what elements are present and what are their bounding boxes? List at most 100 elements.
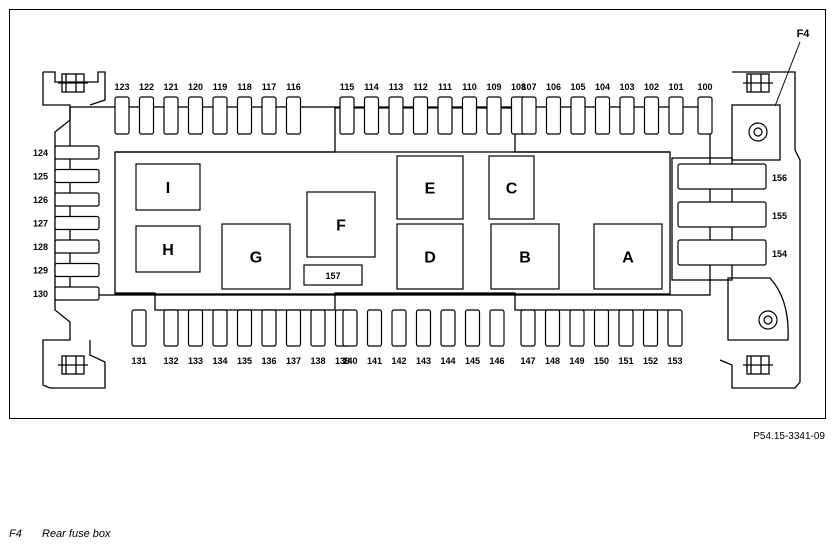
fuse-top-111 [437, 96, 453, 135]
fuse-label-149: 149 [569, 356, 584, 366]
relay-label-c: C [506, 181, 518, 198]
fuse-left-128 [54, 239, 100, 254]
fuse-top-116 [285, 96, 302, 135]
bottom-right-bolt-housing [727, 277, 789, 341]
fuse-label-100: 100 [697, 82, 712, 92]
fuse-label-143: 143 [416, 356, 431, 366]
fuse-top-106 [545, 96, 562, 135]
fuse-bottom-143 [415, 309, 432, 347]
relay-label-e: E [425, 181, 436, 198]
fuse-label-141: 141 [367, 356, 382, 366]
fuse-label-135: 135 [237, 356, 252, 366]
relay-c [488, 155, 535, 220]
fuse-top-105 [570, 96, 586, 135]
inner-panel [114, 151, 671, 295]
fuse-label-137: 137 [286, 356, 301, 366]
fuse-label-138: 138 [310, 356, 325, 366]
fuse-label-157: 157 [325, 271, 340, 281]
fuse-bottom-138 [310, 309, 326, 347]
fuse-bottom-141 [366, 309, 383, 347]
fuse-bottom-131 [131, 309, 147, 347]
fuse-label-103: 103 [619, 82, 634, 92]
fuse-top-113 [388, 96, 404, 135]
fuse-bottom-145 [464, 309, 481, 347]
fuse-label-102: 102 [644, 82, 659, 92]
fuse-bottom-134 [212, 309, 228, 347]
fuse-label-140: 140 [342, 356, 357, 366]
fuse-label-154: 154 [772, 249, 787, 259]
legend-text: Rear fuse box [42, 528, 111, 540]
fuse-label-125: 125 [33, 172, 48, 182]
relay-e [396, 155, 464, 220]
fuse-bottom-152 [642, 309, 659, 347]
fuse-label-151: 151 [618, 356, 633, 366]
relay-b [490, 223, 560, 290]
fuse-bottom-148 [544, 309, 561, 347]
fuse-label-108: 108 [511, 82, 526, 92]
relay-label-d: D [424, 250, 436, 267]
fuse-bottom-135 [236, 309, 253, 347]
fuse-label-117: 117 [262, 82, 277, 92]
fuse-label-119: 119 [213, 82, 228, 92]
figure-reference: P54.15-3341-09 [753, 431, 825, 442]
relay-i [135, 163, 201, 211]
fuse-top-114 [363, 96, 380, 135]
fuse-top-123 [114, 96, 130, 135]
fuse-bottom-133 [187, 309, 204, 347]
fuse-label-112: 112 [413, 82, 428, 92]
fuse-top-109 [486, 96, 502, 135]
fuse-top-110 [461, 96, 478, 135]
fuse-label-105: 105 [570, 82, 585, 92]
relay-g [221, 223, 291, 290]
fuse-label-134: 134 [212, 356, 227, 366]
fuse-top-122 [138, 96, 155, 135]
fuse-bottom-153 [667, 309, 683, 347]
callout-leader [774, 41, 801, 107]
fuse-label-127: 127 [33, 219, 48, 229]
fuse-label-111: 111 [438, 82, 452, 92]
fuse-label-156: 156 [772, 173, 787, 183]
fuse-label-155: 155 [772, 211, 787, 221]
relay-a [593, 223, 663, 290]
relay-label-b: B [519, 250, 531, 267]
fuse-label-131: 131 [131, 356, 146, 366]
relay-h [135, 225, 201, 273]
fuse-label-129: 129 [33, 266, 48, 276]
relay-label-h: H [162, 242, 174, 259]
fuse-bottom-150 [593, 309, 610, 347]
fuse-left-129 [54, 262, 100, 278]
fuse-label-113: 113 [389, 82, 404, 92]
fuse-top-104 [594, 96, 611, 135]
fuse-label-116: 116 [286, 82, 301, 92]
fuse-top-112 [412, 96, 429, 135]
fuse-label-126: 126 [33, 195, 48, 205]
fuse-label-118: 118 [237, 82, 252, 92]
relay-label-i: I [166, 180, 170, 197]
fuse-label-144: 144 [440, 356, 455, 366]
top-right-bolt-housing [731, 104, 781, 161]
fuse-label-153: 153 [667, 356, 682, 366]
fuse-label-147: 147 [520, 356, 535, 366]
relay-label-a: A [622, 250, 634, 267]
fuse-label-139: 139 [335, 356, 350, 366]
fuse-box-components [54, 96, 778, 347]
left-bracket [42, 72, 106, 389]
fuse-left-126 [54, 192, 100, 207]
fuse-label-106: 106 [546, 82, 561, 92]
relay-label-f: F [336, 218, 346, 235]
fuse-label-109: 109 [486, 82, 501, 92]
fuse-left-124 [54, 145, 100, 160]
fuse-label-122: 122 [139, 82, 154, 92]
fuse-bottom-132 [163, 309, 179, 347]
fuse-top-120 [187, 96, 204, 135]
fuse-left-125 [54, 168, 100, 184]
fuse-bottom-151 [618, 309, 634, 347]
fuse-label-152: 152 [643, 356, 658, 366]
fuse-bottom-144 [440, 309, 456, 347]
fuse-label-132: 132 [163, 356, 178, 366]
fuse-label-115: 115 [340, 82, 355, 92]
fuse-label-150: 150 [594, 356, 609, 366]
